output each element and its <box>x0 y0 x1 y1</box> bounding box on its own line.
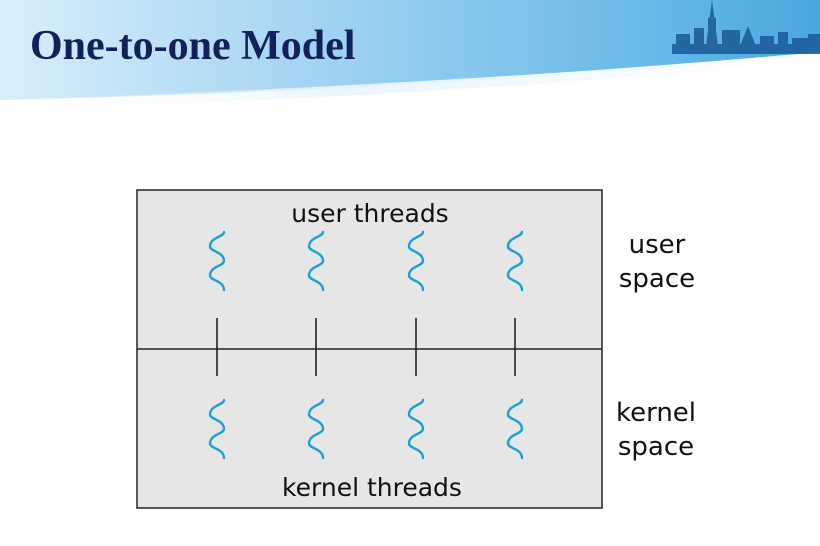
user-space-label-line-2: space <box>618 264 696 294</box>
user-thread-icon <box>307 230 325 292</box>
city-silhouette-icon <box>672 0 820 54</box>
user-thread-icon <box>506 230 524 292</box>
slide-title: One-to-one Model <box>30 23 356 69</box>
kernel-space-label-line-2: space <box>617 432 695 462</box>
kernel-thread-icon <box>307 398 325 460</box>
kernel-space-label-line-1: kernel <box>615 398 697 428</box>
user-space-label: user space <box>612 228 702 296</box>
kernel-thread-icon <box>208 398 226 460</box>
user-thread-icon <box>407 230 425 292</box>
user-thread-icon <box>208 230 226 292</box>
threads-layer <box>208 230 524 460</box>
kernel-thread-icon <box>407 398 425 460</box>
kernel-space-label: kernel space <box>608 396 704 464</box>
kernel-threads-label: kernel threads <box>282 473 462 502</box>
header-banner <box>0 0 820 110</box>
user-space-label-line-1: user <box>628 230 686 260</box>
kernel-thread-icon <box>506 398 524 460</box>
banner-swoosh <box>0 52 820 110</box>
banner-sky <box>0 0 820 100</box>
user-threads-label: user threads <box>291 199 448 228</box>
